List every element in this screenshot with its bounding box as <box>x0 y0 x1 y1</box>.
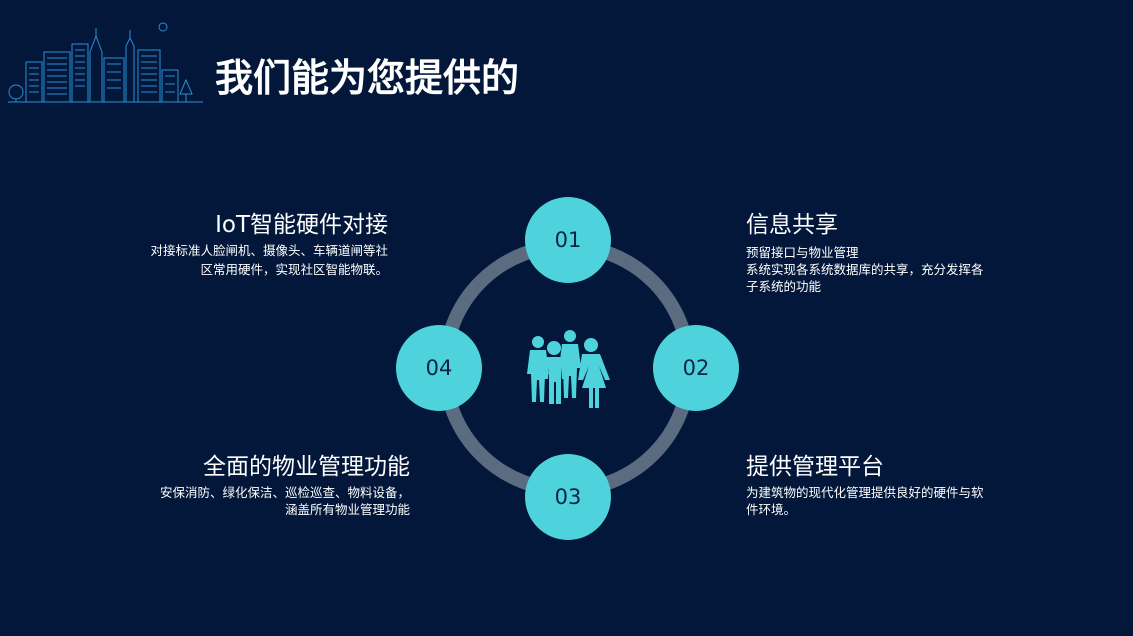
feature-desc-line: 对接标准人脸闸机、摄像头、车辆道闸等社 <box>150 243 388 258</box>
step-circle-01: 01 <box>525 197 611 283</box>
city-skyline-icon <box>8 22 203 103</box>
step-circle-02: 02 <box>653 325 739 411</box>
step-circle-04: 04 <box>396 325 482 411</box>
feature-property-management: 全面的物业管理功能 安保消防、绿化保洁、巡检巡查、物料设备， 涵盖所有物业管理功… <box>90 452 410 518</box>
feature-title: IoT智能硬件对接 <box>215 212 388 238</box>
feature-desc-line: 区常用硬件，实现社区智能物联。 <box>200 262 388 277</box>
feature-desc-line: 为建筑物的现代化管理提供良好的硬件与软 <box>746 485 984 500</box>
feature-desc-line: 系统实现各系统数据库的共享，充分发挥各 <box>746 262 984 277</box>
feature-desc-line: 预留接口与物业管理 <box>746 245 859 260</box>
feature-desc-line: 安保消防、绿化保洁、巡检巡查、物料设备， <box>159 485 410 500</box>
feature-title: 提供管理平台 <box>746 454 884 480</box>
feature-desc-line: 子系统的功能 <box>746 279 822 294</box>
feature-desc-line: 件环境。 <box>746 502 797 517</box>
people-group-icon <box>527 330 610 408</box>
page-title: 我们能为您提供的 <box>215 56 520 100</box>
feature-iot: IoT智能硬件对接 对接标准人脸闸机、摄像头、车辆道闸等社 区常用硬件，实现社区… <box>100 210 388 278</box>
feature-platform: 提供管理平台 为建筑物的现代化管理提供良好的硬件与软 件环境。 <box>746 452 1046 518</box>
step-circle-03: 03 <box>525 454 611 540</box>
feature-info-sharing: 信息共享 预留接口与物业管理 系统实现各系统数据库的共享，充分发挥各 子系统的功… <box>746 210 1046 295</box>
feature-title: 信息共享 <box>746 212 838 238</box>
feature-title: 全面的物业管理功能 <box>203 454 410 480</box>
feature-desc-line: 涵盖所有物业管理功能 <box>284 502 410 517</box>
